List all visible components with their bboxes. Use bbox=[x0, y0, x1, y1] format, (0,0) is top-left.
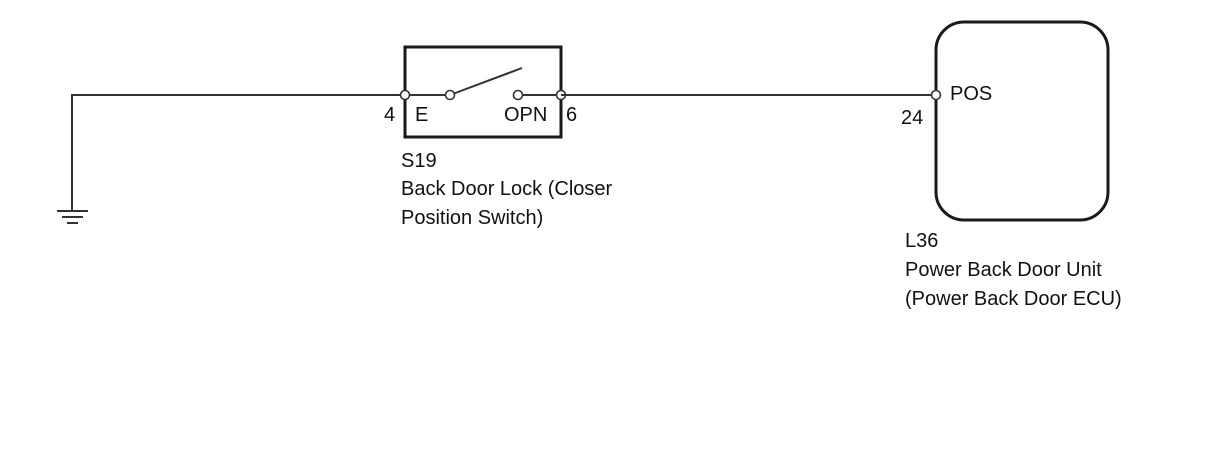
switch-terminal-right-name: OPN bbox=[504, 104, 547, 126]
switch-terminal-4-pin bbox=[399, 89, 411, 101]
ground-symbol-icon bbox=[57, 210, 88, 224]
switch-terminal-right-number: 6 bbox=[566, 104, 577, 126]
ecu-terminal-name: POS bbox=[950, 83, 992, 105]
ecu-component-name-line1: Power Back Door Unit bbox=[905, 259, 1102, 281]
switch-component-name-line1: Back Door Lock (Closer bbox=[401, 178, 613, 200]
ecu-terminal-number: 24 bbox=[901, 107, 923, 129]
switch-component-code: S19 bbox=[401, 150, 437, 172]
ground-wire bbox=[71, 94, 405, 210]
switch-terminal-left-name: E bbox=[415, 104, 428, 126]
ecu-component-name-line2: (Power Back Door ECU) bbox=[905, 288, 1122, 310]
ecu-component-frame bbox=[934, 20, 1110, 222]
ecu-component-code: L36 bbox=[905, 230, 938, 252]
open-switch-icon bbox=[405, 67, 561, 101]
switch-component-name-line2: Position Switch) bbox=[401, 207, 543, 229]
ecu-terminal-24-pin bbox=[930, 89, 942, 101]
switch-terminal-left-number: 4 bbox=[384, 104, 395, 126]
